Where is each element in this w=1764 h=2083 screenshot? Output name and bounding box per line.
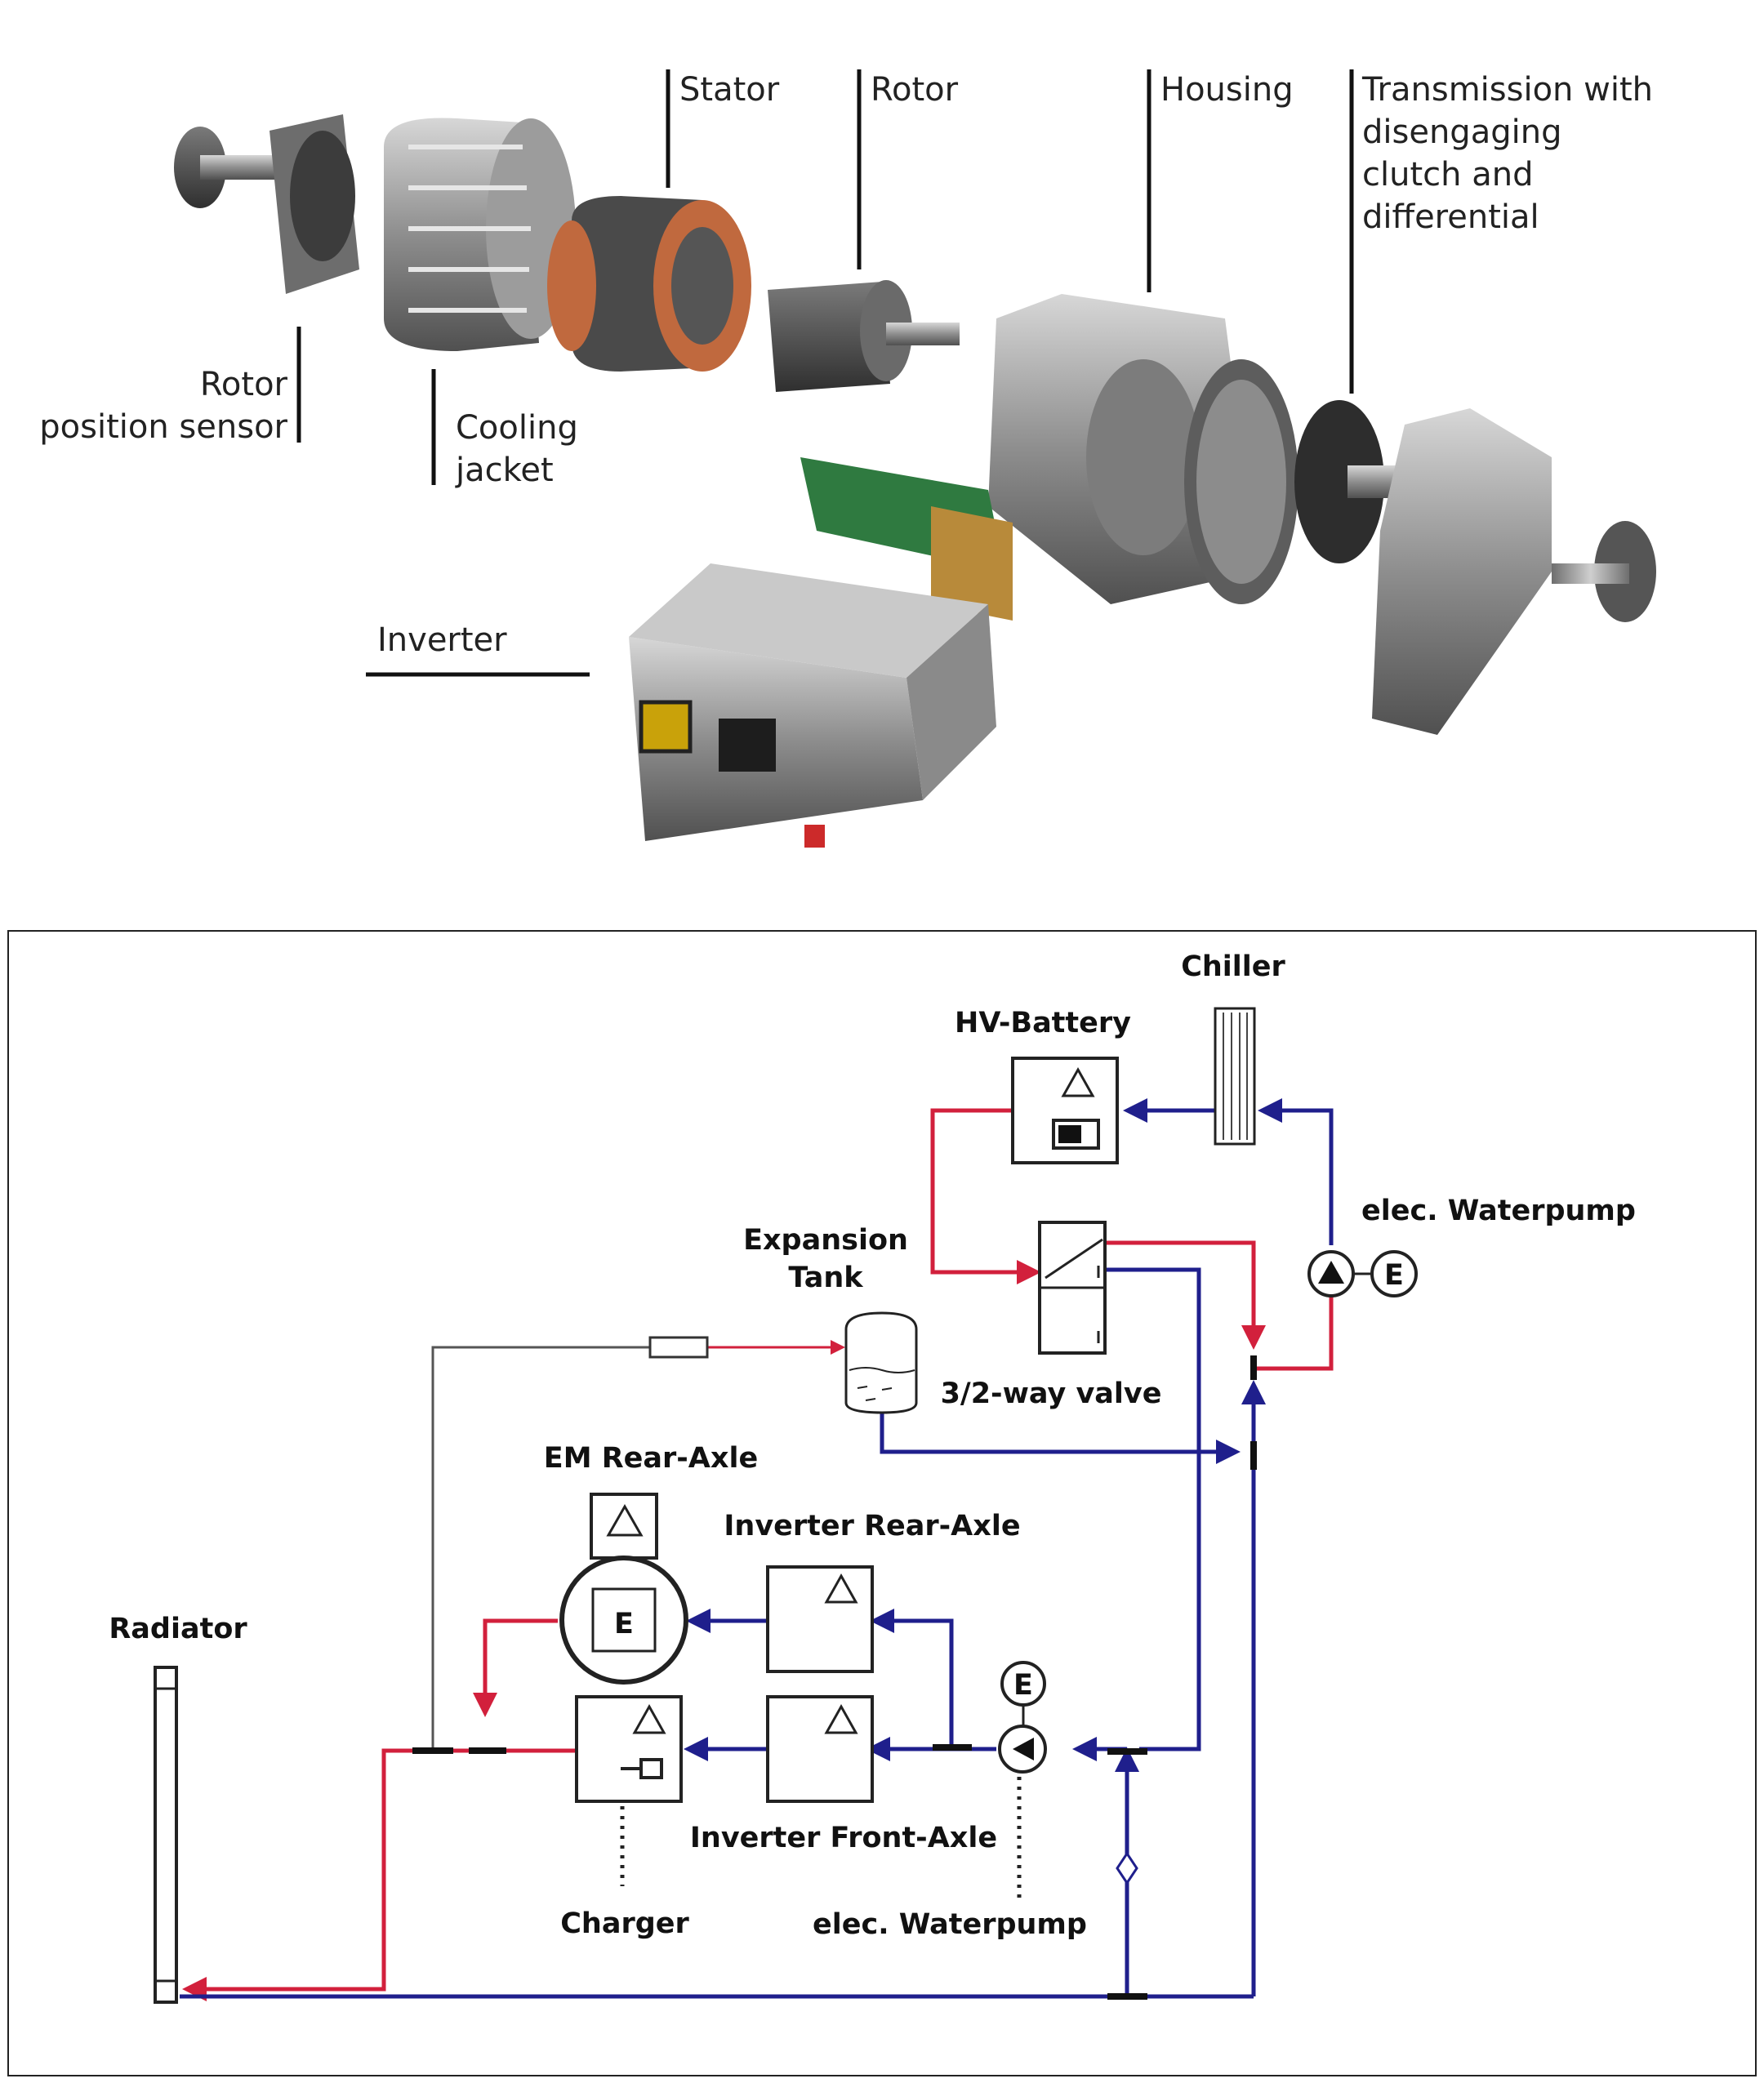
elec-waterpump-bottom-label: elec. Waterpump xyxy=(813,1908,1087,1941)
diagram-frame xyxy=(7,930,1757,2076)
elec-waterpump-top-label: elec. Waterpump xyxy=(1361,1195,1636,1227)
rotor-position-sensor-label-line-2: position sensor xyxy=(39,408,287,446)
hv-battery xyxy=(1011,1057,1119,1164)
expansion-tank xyxy=(844,1311,918,1414)
transmission-label-line-4: differential xyxy=(1362,198,1539,236)
chiller xyxy=(1214,1007,1256,1146)
hot-pipes xyxy=(182,1108,1334,2001)
hv-battery-label: HV-Battery xyxy=(955,1007,1131,1039)
three-two-way-valve xyxy=(1038,1221,1107,1355)
inverter-rear-axle-label: Inverter Rear-Axle xyxy=(724,1510,1020,1542)
valve-label: 3/2-way valve xyxy=(941,1378,1162,1410)
housing-label: Housing xyxy=(1160,71,1294,109)
cold-pipes xyxy=(180,1098,1334,1999)
radiator xyxy=(154,1666,178,2004)
exploded-drive-unit-illustration: Stator Rotor Housing Transmission with d… xyxy=(39,69,1656,848)
elec-waterpump-top xyxy=(1307,1250,1418,1297)
leader-lines xyxy=(296,69,1354,677)
charger xyxy=(575,1695,683,1886)
expansion-tank-label-line-2: Tank xyxy=(788,1262,863,1294)
em-rear-axle-label: EM Rear-Axle xyxy=(544,1442,758,1475)
charger-label: Charger xyxy=(560,1907,689,1940)
em-rear-axle-motor xyxy=(559,1493,688,1685)
stator-label: Stator xyxy=(679,71,780,109)
motor-letter: E xyxy=(614,1608,634,1640)
expansion-tank-label-line-1: Expansion xyxy=(743,1224,908,1257)
tank-line xyxy=(431,1336,845,1747)
transmission-label-line-2: disengaging xyxy=(1362,113,1561,151)
rotor-part xyxy=(768,280,960,392)
pump-letter-top: E xyxy=(1384,1259,1404,1292)
junctions xyxy=(412,1355,1257,2000)
inverter-front-axle xyxy=(766,1695,874,1803)
inverter-front-axle-label: Inverter Front-Axle xyxy=(690,1822,997,1854)
rotor-position-sensor-label-line-1: Rotor xyxy=(200,366,288,403)
check-valve xyxy=(1116,1851,1138,1885)
pump-letter-bottom: E xyxy=(1013,1669,1033,1702)
housing-part xyxy=(988,294,1298,604)
chiller-label: Chiller xyxy=(1181,950,1285,983)
transmission-label-line-1: Transmission with xyxy=(1361,71,1653,109)
rotor-position-sensor-part xyxy=(174,114,359,294)
cooling-jacket-label-line-1: Cooling xyxy=(456,409,578,447)
stator-part xyxy=(547,196,751,372)
inverter-label: Inverter xyxy=(377,621,507,659)
inverter-part xyxy=(629,457,1013,848)
transmission-part xyxy=(1294,400,1656,735)
radiator-label: Radiator xyxy=(109,1613,247,1645)
transmission-label-line-3: clutch and xyxy=(1362,156,1533,194)
elec-waterpump-bottom xyxy=(998,1661,1047,1903)
rotor-label: Rotor xyxy=(871,71,959,109)
inverter-rear-axle xyxy=(766,1565,874,1673)
cooling-jacket-part xyxy=(384,118,576,351)
cooling-jacket-label-line-2: jacket xyxy=(455,452,554,489)
